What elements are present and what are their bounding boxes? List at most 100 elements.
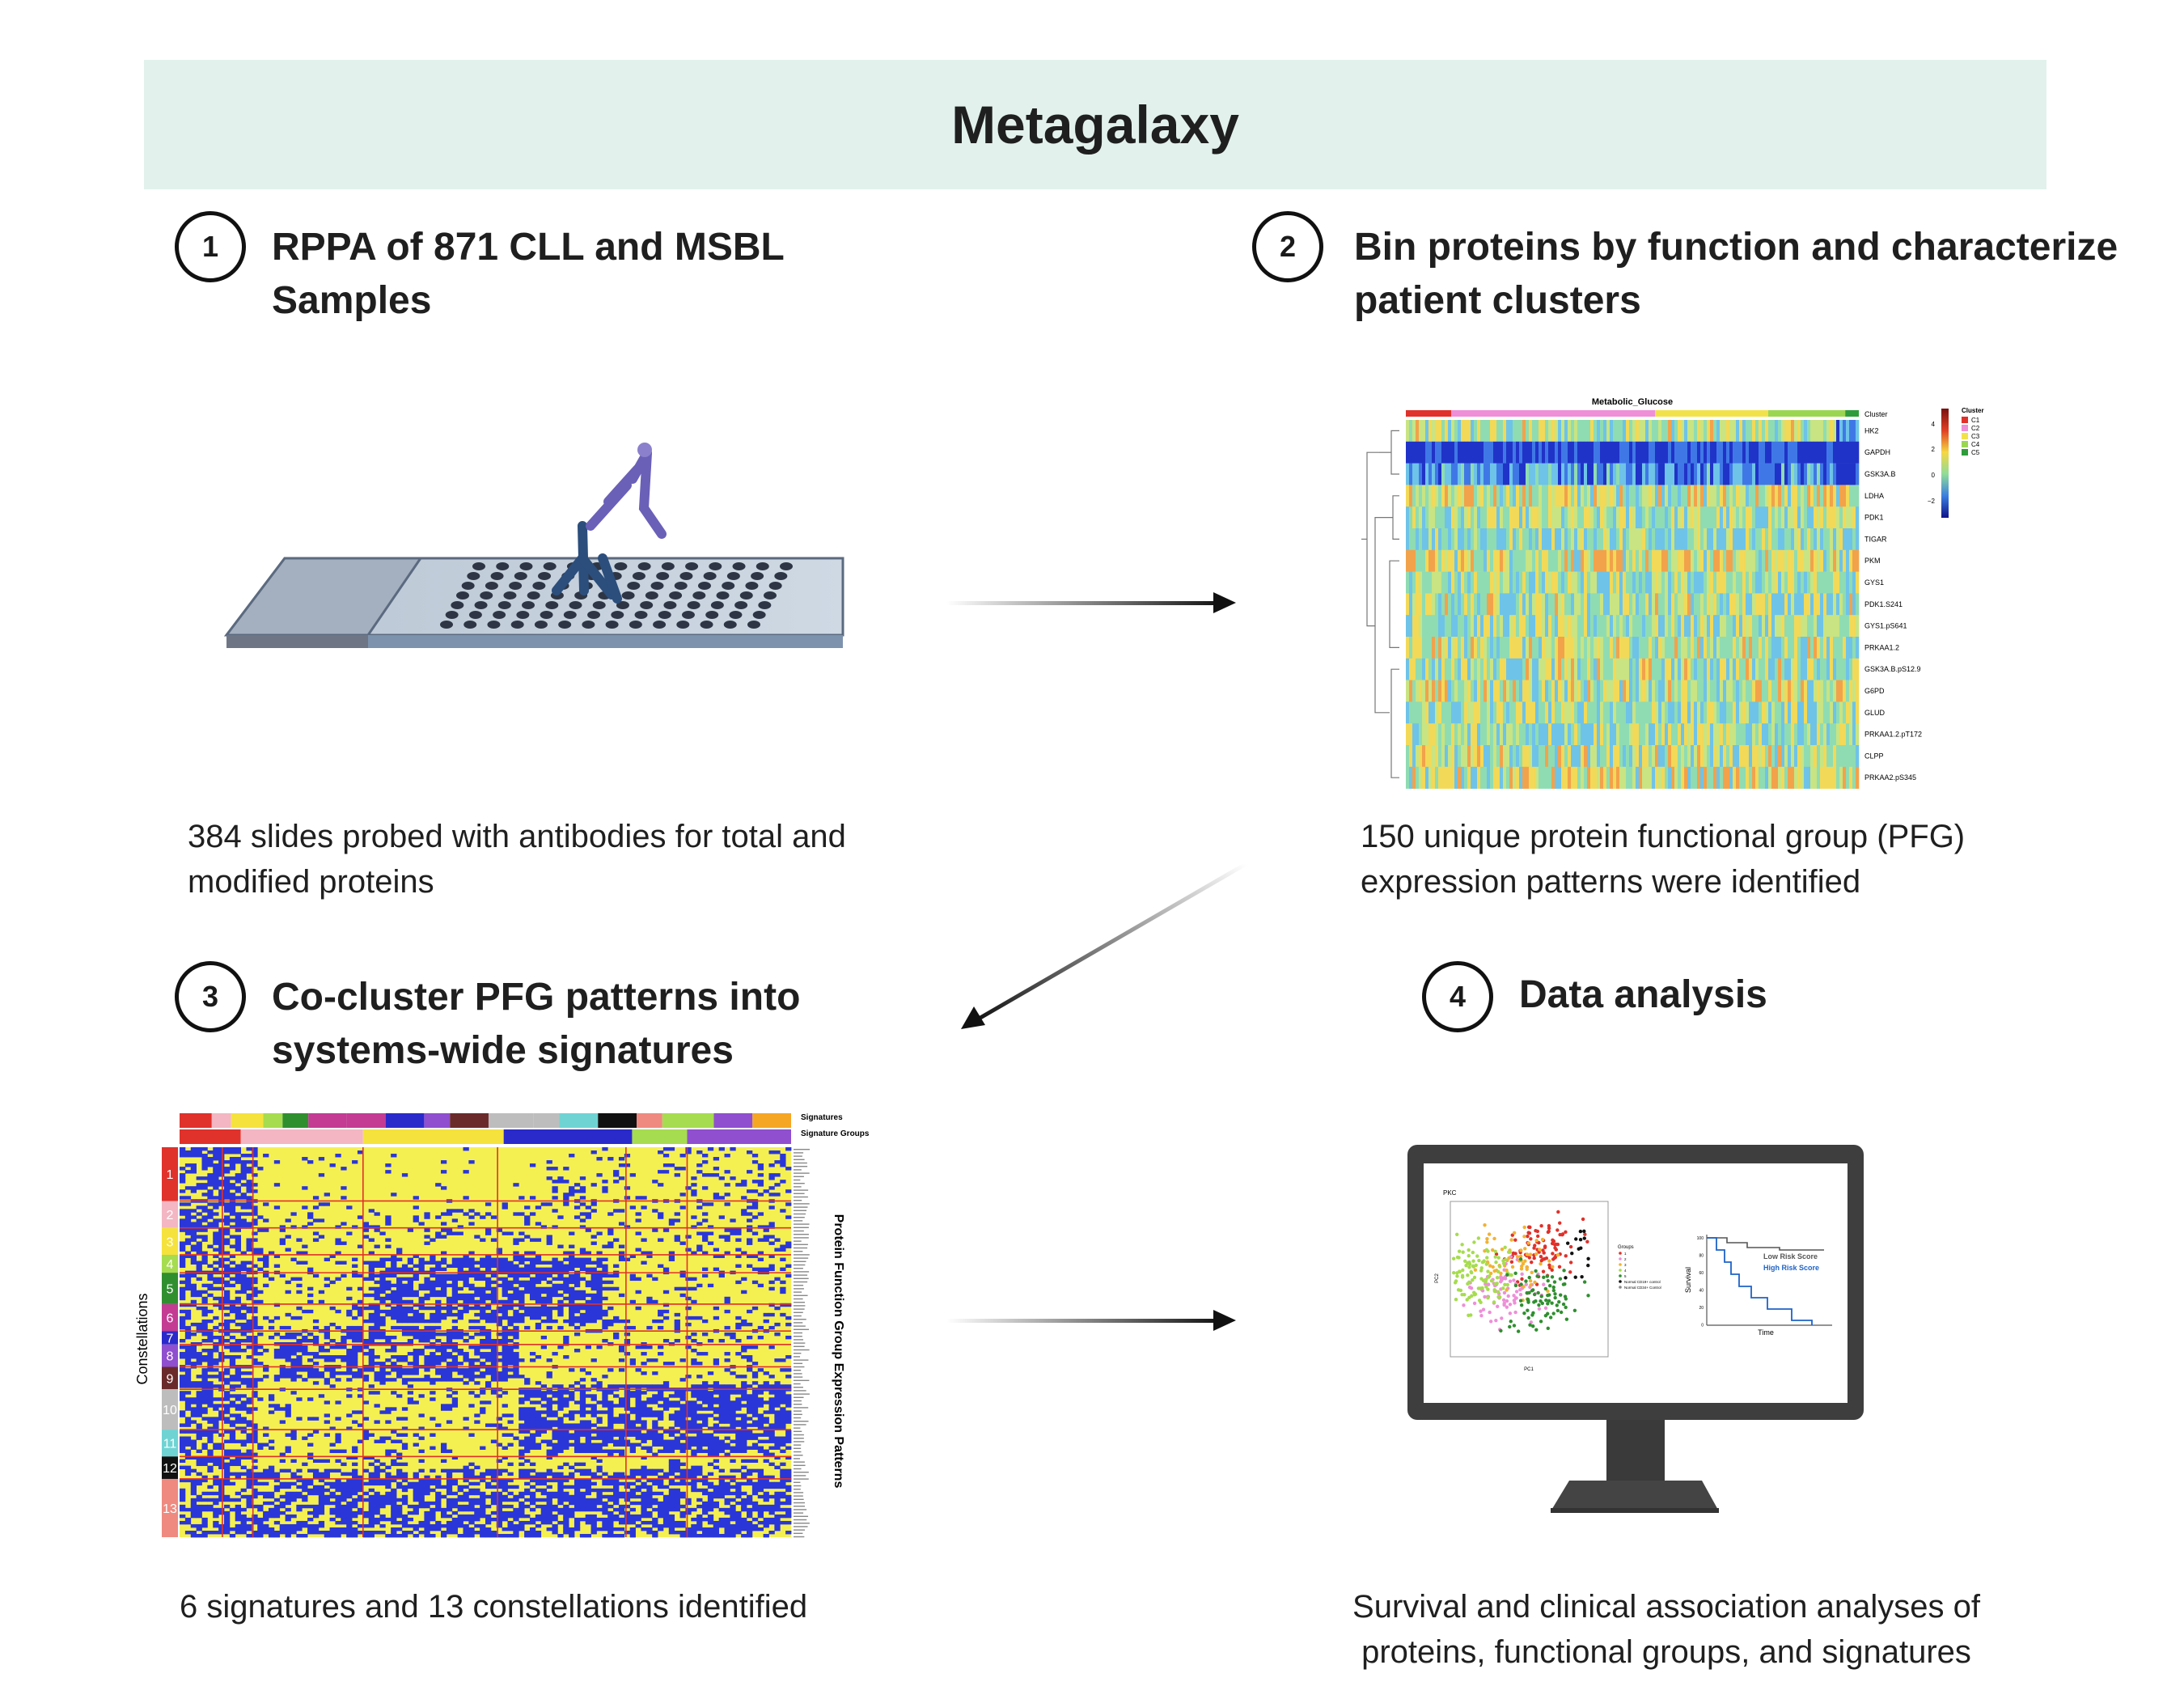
heatmap2-cell	[574, 1273, 581, 1278]
heatmap2-cell	[252, 1362, 258, 1366]
heatmap2-cell	[590, 1283, 597, 1288]
heatmap1-cell	[1791, 658, 1795, 680]
heatmap2-cell	[352, 1273, 358, 1278]
heatmap2-cell	[335, 1154, 341, 1158]
heatmap2-cell	[613, 1180, 620, 1184]
heatmap1-cell	[1464, 549, 1468, 572]
heatmap2-cell	[223, 1231, 231, 1235]
heatmap1-cell	[1594, 463, 1598, 485]
heatmap1-cell	[1649, 441, 1653, 464]
heatmap1-cell	[1655, 593, 1659, 616]
heatmap1-cell	[1833, 463, 1837, 485]
heatmap2-cell	[401, 1358, 408, 1362]
heatmap2-cell	[240, 1312, 247, 1317]
heatmap1-cell	[1584, 549, 1588, 572]
heatmap1-cell	[1600, 420, 1604, 443]
heatmap2-cell	[307, 1160, 314, 1164]
heatmap1-cell	[1765, 549, 1769, 572]
heatmap1-cell	[1619, 658, 1623, 680]
heatmap2-cell	[780, 1267, 786, 1272]
heatmap2-cell	[451, 1273, 459, 1278]
heatmap2-cell	[218, 1303, 225, 1307]
heatmap2-cell	[273, 1264, 281, 1269]
heatmap2-cell	[246, 1189, 252, 1193]
heatmap1-cell	[1519, 615, 1523, 638]
heatmap1-cell	[1788, 615, 1792, 638]
heatmap2-cell	[391, 1345, 397, 1349]
heatmap2-cell	[569, 1280, 575, 1285]
heatmap1-cell	[1496, 549, 1500, 572]
heatmap2-cell	[585, 1319, 591, 1324]
heatmap1-cell	[1704, 463, 1708, 485]
heatmap2-cell	[618, 1163, 625, 1167]
heatmap2-cell	[184, 1362, 192, 1366]
heatmap2-cell	[613, 1286, 620, 1291]
heatmap2-cell	[502, 1345, 508, 1349]
heatmap1-cell	[1801, 615, 1805, 638]
heatmap2-cell	[218, 1147, 225, 1151]
heatmap2-cell	[474, 1235, 480, 1239]
heatmap1-cell	[1830, 680, 1834, 702]
heatmap2-cell	[401, 1306, 408, 1311]
heatmap1-cell	[1503, 723, 1507, 746]
heatmap2-cell	[391, 1312, 397, 1317]
heatmap1-cell	[1597, 420, 1601, 443]
heatmap1-cell	[1649, 745, 1653, 768]
heatmap2-cell	[357, 1215, 364, 1219]
heatmap1-cell	[1665, 701, 1669, 724]
heatmap1-cell	[1681, 463, 1685, 485]
heatmap1-cell	[1416, 593, 1420, 616]
heatmap1-cell	[1678, 745, 1682, 768]
heatmap2-cell	[246, 1345, 252, 1349]
heatmap1-cell	[1474, 506, 1478, 529]
heatmap2-cell	[379, 1257, 386, 1261]
heatmap2-cell	[658, 1319, 664, 1324]
heatmap1-cell	[1600, 701, 1604, 724]
heatmap1-cell	[1707, 637, 1711, 659]
heatmap2-cell	[724, 1299, 730, 1304]
heatmap1-cell	[1558, 723, 1562, 746]
heatmap2-cell	[540, 1299, 547, 1304]
heatmap1-cell	[1674, 549, 1678, 572]
heatmap1-cell	[1681, 680, 1685, 702]
heatmap1-cell	[1548, 441, 1552, 464]
heatmap2-cell	[496, 1338, 503, 1343]
heatmap1-cell	[1503, 506, 1507, 529]
heatmap2-cell	[590, 1358, 597, 1362]
heatmap1-cell	[1535, 593, 1539, 616]
heatmap2-cell	[502, 1260, 508, 1265]
step-2-title-line-2: patient clusters	[1354, 279, 1641, 322]
heatmap2-cell	[451, 1335, 459, 1340]
heatmap1-cell	[1836, 528, 1840, 551]
heatmap2-cell	[485, 1371, 492, 1375]
heatmap1-cell	[1804, 485, 1808, 507]
signature-bar-segment	[533, 1113, 560, 1128]
heatmap2-cell	[279, 1241, 286, 1245]
heatmap1-cell	[1500, 571, 1504, 594]
heatmap1-cell	[1590, 528, 1594, 551]
heatmap2-cell	[418, 1286, 425, 1291]
heatmap2-cell	[518, 1303, 525, 1307]
heatmap1-cell	[1590, 680, 1594, 702]
heatmap1-cell	[1645, 506, 1649, 529]
heatmap1-cell	[1691, 420, 1695, 443]
heatmap1-cell	[1791, 723, 1795, 746]
heatmap2-cell	[652, 1299, 658, 1304]
heatmap2-cell	[430, 1312, 436, 1317]
heatmap2-cell	[184, 1280, 192, 1285]
heatmap2-cell	[318, 1299, 325, 1304]
heatmap2-cell	[685, 1345, 692, 1349]
heatmap1-cell	[1820, 571, 1824, 594]
heatmap2-cell	[307, 1368, 314, 1372]
heatmap1-cell	[1529, 745, 1533, 768]
heatmap1-cell	[1539, 745, 1543, 768]
heatmap1-cells	[1406, 420, 1860, 789]
heatmap1-cell	[1729, 571, 1733, 594]
heatmap1-cell	[1661, 723, 1666, 746]
heatmap2-cell	[240, 1173, 247, 1177]
heatmap2-cell	[529, 1309, 536, 1314]
heatmap1-cell	[1454, 549, 1458, 572]
heatmap2-cell	[362, 1338, 370, 1343]
heatmap1-cell	[1616, 723, 1620, 746]
heatmap1-cell	[1788, 528, 1792, 551]
